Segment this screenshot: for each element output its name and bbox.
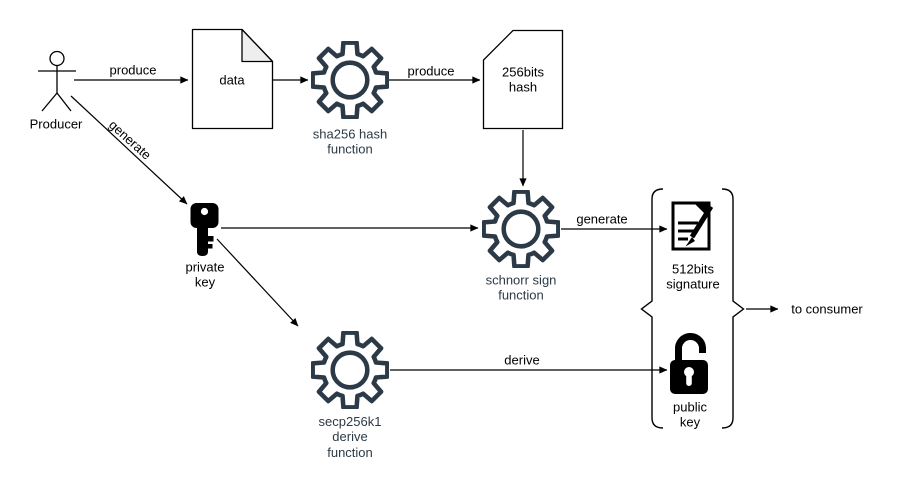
right-brace (721, 188, 745, 429)
sha256-function-label: sha256 hash function (312, 126, 388, 157)
actor-stick-figure-icon (38, 50, 76, 112)
edge-label-derive-publickey: derive (504, 352, 540, 368)
producer-label: Producer (29, 116, 83, 132)
to-consumer-label: to consumer (791, 301, 863, 317)
gear-icon-secp256k1 (313, 333, 388, 408)
signature-512bits-label: 512bits signature (666, 261, 720, 292)
key-icon (190, 203, 219, 256)
note-cut-corner-shape (482, 29, 564, 130)
edge-privatekey-to-secp (216, 238, 299, 327)
secp256k1-function-label: secp256k1 derive function (318, 414, 382, 460)
edge-lines (70, 76, 779, 374)
edge-label-produce-hash: produce (407, 63, 455, 79)
edge-label-generate-signature: generate (576, 211, 628, 227)
document-folded-corner-icon (191, 28, 274, 130)
schnorr-function-label: schnorr sign function (485, 272, 557, 303)
left-brace (640, 188, 664, 429)
hash-256bits-label: 256bits hash (502, 64, 544, 95)
edge-producer-to-privatekey (70, 95, 188, 205)
open-padlock-icon (670, 333, 708, 394)
gear-icon-schnorr (484, 192, 559, 267)
data-label: data (219, 72, 245, 88)
gear-icon-sha256 (313, 43, 388, 118)
edge-label-produce-data: produce (109, 62, 157, 78)
public-key-label: public key (673, 399, 707, 430)
signed-document-pen-icon (671, 201, 714, 251)
grouping-brackets (640, 188, 745, 429)
private-key-label: private key (185, 259, 225, 290)
